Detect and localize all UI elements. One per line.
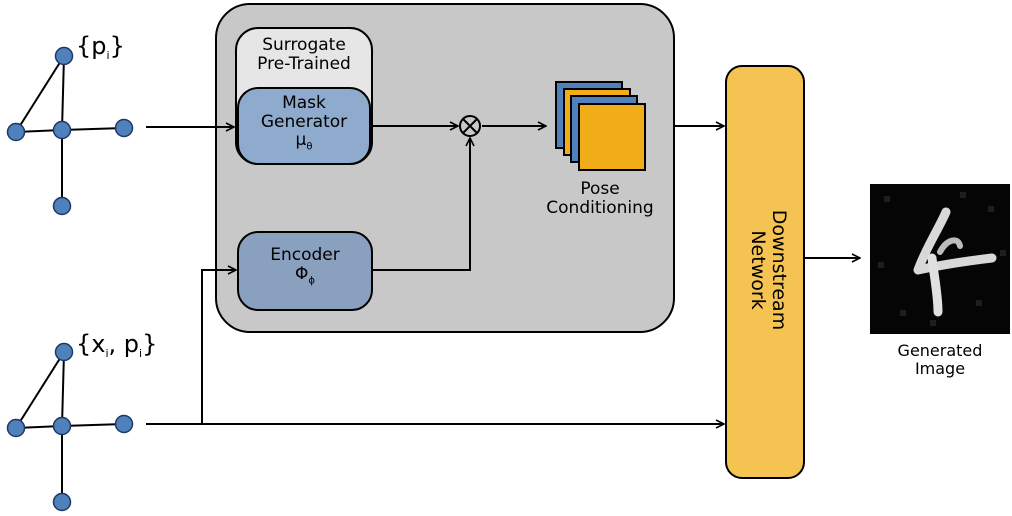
downstream-network-label: Downstream Network bbox=[747, 209, 790, 331]
mask-generator-label: Mask Generator μθ bbox=[260, 93, 348, 153]
surrogate-label: Surrogate Pre-Trained bbox=[257, 35, 351, 74]
graph-node bbox=[114, 414, 134, 434]
graph-top-label: {pi} bbox=[76, 32, 125, 62]
pose-graph-bottom bbox=[6, 342, 134, 512]
graph-node bbox=[54, 342, 74, 362]
graph-node bbox=[52, 416, 72, 436]
graph-node bbox=[54, 46, 74, 66]
graph-node bbox=[114, 118, 134, 138]
generated-image bbox=[870, 184, 1010, 334]
encoder-label: Encoder Φϕ bbox=[270, 245, 340, 287]
multiply-operator bbox=[459, 115, 481, 137]
graph-node bbox=[52, 492, 72, 512]
arrow-branch-to-encoder bbox=[201, 270, 236, 424]
graph-node bbox=[6, 418, 26, 438]
pose-conditioning-stack bbox=[555, 81, 646, 171]
graph-node bbox=[6, 122, 26, 142]
arrow-encoder-to-multiply bbox=[372, 138, 470, 271]
graph-node bbox=[52, 196, 72, 216]
pose-conditioning-label: Pose Conditioning bbox=[546, 179, 654, 218]
pose-graph-top bbox=[6, 46, 134, 216]
generated-image-caption: Generated Image bbox=[897, 341, 983, 378]
graph-bottom-label: {xi, pi} bbox=[76, 330, 157, 360]
downstream-network-box bbox=[725, 65, 805, 479]
graph-node bbox=[52, 120, 72, 140]
